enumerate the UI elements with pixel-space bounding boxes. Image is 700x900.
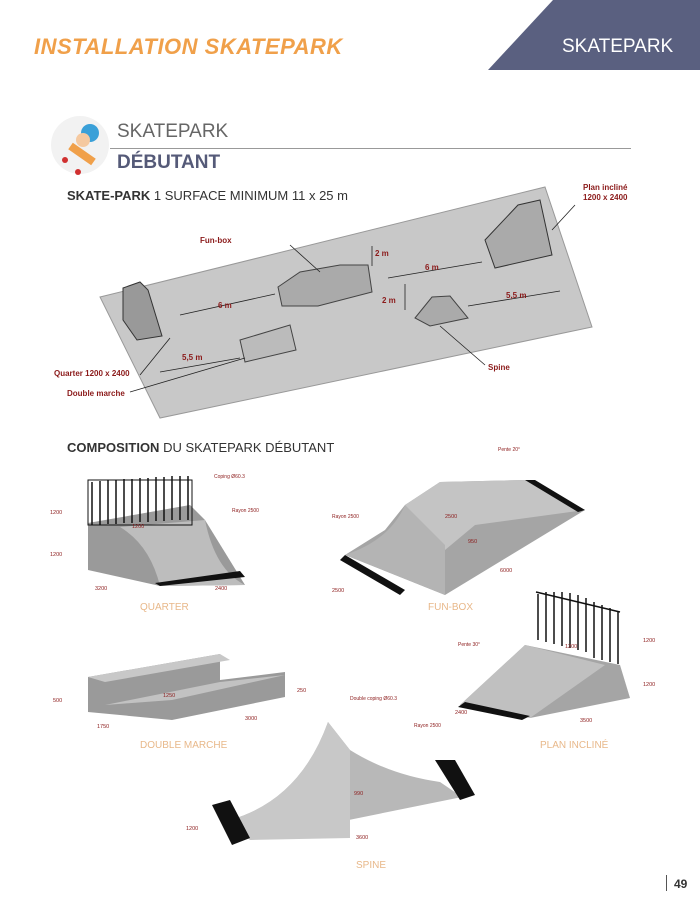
composition-spine-l: 3600 bbox=[356, 835, 368, 841]
plan-funbox bbox=[277, 264, 373, 307]
surface-labels-d2: 6 m bbox=[425, 263, 439, 272]
composition-funbox-top: 2500 bbox=[445, 514, 457, 520]
funbox-drawing: Pente 20° Rayon 2500 2500 950 6000 2500 … bbox=[332, 447, 585, 613]
surface-heading: SKATE-PARK 1 SURFACE MINIMUM 11 x 25 m bbox=[67, 188, 348, 203]
surface-labels-plan-incline-size: 1200 x 2400 bbox=[583, 193, 628, 202]
surface-labels-d3: 2 m bbox=[382, 296, 396, 305]
composition-quarter-rayon: Rayon 2500 bbox=[232, 508, 259, 514]
composition-quarter-top: 1200 bbox=[132, 524, 144, 530]
composition-funbox-l: 6000 bbox=[500, 568, 512, 574]
skater-mascot-icon bbox=[51, 116, 109, 175]
surface-labels-quarter: Quarter 1200 x 2400 bbox=[54, 369, 130, 378]
composition-double-marche-h: 500 bbox=[53, 698, 62, 704]
section-kicker: SKATEPARK bbox=[117, 121, 229, 142]
composition-plan-incline-top: 1200 bbox=[565, 644, 577, 650]
composition-spine-w: 1200 bbox=[186, 826, 198, 832]
surface-heading-bold: SKATE-PARK bbox=[67, 188, 151, 203]
page-number-divider bbox=[666, 875, 667, 891]
composition-spine-coping: Double coping Ø60.3 bbox=[350, 696, 397, 702]
surface-labels-double-marche: Double marche bbox=[67, 389, 125, 398]
composition-heading: COMPOSITION DU SKATEPARK DÉBUTANT bbox=[67, 440, 334, 455]
composition-plan-incline-pente: Pente 30° bbox=[458, 642, 480, 648]
composition-double-marche-w: 1750 bbox=[97, 724, 109, 730]
composition-double-marche-l: 3000 bbox=[245, 716, 257, 722]
plan-double-marche bbox=[239, 324, 297, 363]
composition-quarter-h1: 1200 bbox=[50, 510, 62, 516]
section-title: DÉBUTANT bbox=[117, 152, 221, 173]
composition-funbox-caption: FUN-BOX bbox=[428, 602, 473, 613]
banner-label: SKATEPARK bbox=[562, 36, 674, 57]
composition-spine-caption: SPINE bbox=[356, 860, 386, 871]
composition-quarter-w: 3200 bbox=[95, 586, 107, 592]
page-title: INSTALLATION SKATEPARK bbox=[34, 34, 343, 59]
composition-heading-bold: COMPOSITION bbox=[67, 440, 160, 455]
spine-drawing: Double coping Ø60.3 Rayon 2500 990 1200 … bbox=[186, 696, 475, 871]
skatepark-plan: Plan incliné 1200 x 2400 Fun-box 2 m 6 m… bbox=[54, 183, 628, 419]
surface-labels-plan-incline: Plan incliné bbox=[583, 183, 628, 192]
surface-labels-d5: 6 m bbox=[218, 301, 232, 310]
composition-quarter-h2: 1200 bbox=[50, 552, 62, 558]
surface-labels-d1: 2 m bbox=[375, 249, 389, 258]
composition-funbox-pente: Pente 20° bbox=[498, 447, 520, 453]
page-number: 49 bbox=[674, 877, 688, 891]
surface-heading-rest: 1 SURFACE MINIMUM 11 x 25 m bbox=[150, 188, 348, 203]
composition-quarter-caption: QUARTER bbox=[140, 602, 189, 613]
composition-plan-incline-h1: 1200 bbox=[643, 638, 655, 644]
composition-double-marche-mid: 1250 bbox=[163, 693, 175, 699]
surface-labels-d4: 5,5 m bbox=[506, 291, 526, 300]
surface-labels-spine: Spine bbox=[488, 363, 510, 372]
composition-plan-incline-l: 3500 bbox=[580, 718, 592, 724]
surface-labels-d6: 5,5 m bbox=[182, 353, 202, 362]
composition-double-marche-caption: DOUBLE MARCHE bbox=[140, 740, 228, 751]
plan-quarter bbox=[122, 281, 163, 341]
plan-incline-drawing: Pente 30° 1200 1200 1200 2400 3500 PLAN … bbox=[455, 591, 655, 751]
composition-spine-h: 990 bbox=[354, 791, 363, 797]
quarter-drawing: Coping Ø60.3 Rayon 2500 1200 1200 1200 3… bbox=[50, 474, 259, 613]
composition-plan-incline-caption: PLAN INCLINÉ bbox=[540, 738, 609, 751]
double-marche-drawing: 500 250 1250 1750 3000 DOUBLE MARCHE bbox=[53, 654, 306, 751]
surface-labels-funbox: Fun-box bbox=[200, 236, 232, 245]
header-banner bbox=[488, 0, 700, 70]
plan-spine bbox=[414, 295, 469, 327]
composition-plan-incline-w: 2400 bbox=[455, 710, 467, 716]
composition-funbox-w: 2500 bbox=[332, 588, 344, 594]
composition-quarter-coping: Coping Ø60.3 bbox=[214, 474, 245, 480]
plan-incline bbox=[484, 199, 553, 269]
composition-funbox-rayon: Rayon 2500 bbox=[332, 514, 359, 520]
composition-heading-rest: DU SKATEPARK DÉBUTANT bbox=[159, 440, 335, 455]
composition-spine-rayon: Rayon 2500 bbox=[414, 723, 441, 729]
composition-funbox-h: 950 bbox=[468, 539, 477, 545]
composition-quarter-l: 2400 bbox=[215, 586, 227, 592]
composition-plan-incline-h2: 1200 bbox=[643, 682, 655, 688]
section-divider bbox=[110, 148, 631, 149]
composition-double-marche-step: 250 bbox=[297, 688, 306, 694]
